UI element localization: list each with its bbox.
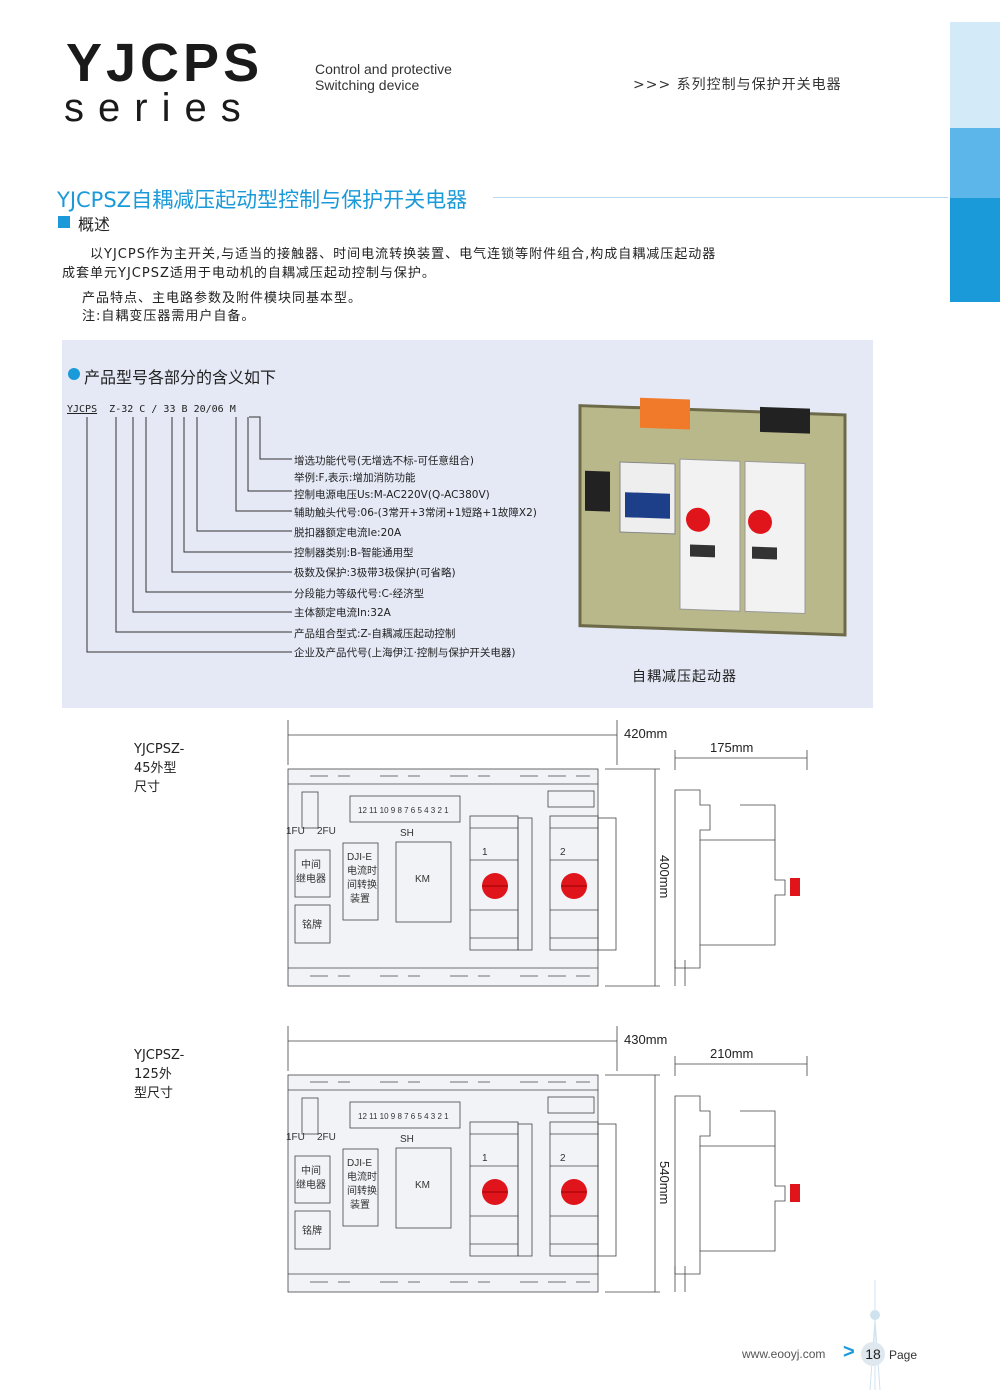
relay-label: 继电器 — [296, 1178, 326, 1191]
explanation-item: 脱扣器额定电流Ie:20A — [294, 527, 402, 539]
code-part: Z — [109, 404, 116, 415]
drawing-svg: 1FU 2FU 12 11 10 9 8 7 6 5 4 3 2 1 SH 中间… — [286, 1026, 808, 1293]
section-title: YJCPSZ自耦减压起动型控制与保护开关电器 — [57, 188, 468, 212]
page-number: 18 — [861, 1342, 885, 1366]
terminal-numbers: 12 11 10 9 8 7 6 5 4 3 2 1 — [358, 1112, 449, 1121]
paragraph: 以YJCPS作为主开关,与适当的接触器、时间电流转换装置、电气连锁等附件组合,构… — [90, 247, 717, 262]
dji-label: 电流时 — [347, 1170, 377, 1183]
brand-series: series — [64, 86, 255, 130]
dji-label: 电流时 — [347, 864, 377, 877]
code-part: 20 — [193, 404, 206, 415]
fuse-label: 1FU — [286, 826, 305, 837]
code-part: C — [139, 404, 146, 415]
width-dimension: 430mm — [624, 1032, 667, 1047]
drawing-label: YJCPSZ-125外型尺寸 — [134, 1048, 185, 1101]
depth-dimension: 210mm — [710, 1046, 753, 1061]
category-label: >>> 系列控制与保护开关电器 — [633, 77, 842, 93]
explanation-item: 辅助触头代号:06-(3常开+3常闭+1短路+1故障X2) — [294, 507, 537, 519]
dji-label: 间转换 — [347, 878, 377, 891]
square-bullet-icon — [58, 216, 70, 228]
explanation-item: 极数及保护:3极带3极保护(可省略) — [294, 567, 456, 579]
explanation-item: 产品组合型式:Z-自耦减压起动控制 — [294, 628, 456, 640]
dji-label: 装置 — [350, 892, 370, 905]
drawing-svg: 1FU 2FU 12 11 10 9 8 7 6 5 4 3 2 1 SH 中间… — [286, 720, 808, 987]
fuse-label: 1FU — [286, 1132, 305, 1143]
code-part: / — [151, 404, 158, 415]
width-dimension: 420mm — [624, 726, 667, 741]
fuse-label: 2FU — [317, 826, 336, 837]
dji-label: 间转换 — [347, 1184, 377, 1197]
decor-stripe-light — [950, 22, 1000, 128]
explanation-item: 举例:F,表示:增加消防功能 — [294, 472, 416, 484]
photo-caption: 自耦减压起动器 — [632, 669, 737, 685]
product-photo — [578, 397, 847, 637]
switch-label: 1 — [482, 1153, 488, 1164]
code-part: - — [115, 404, 122, 415]
dji-label: DJI-E — [347, 1158, 372, 1169]
height-dimension: 400mm — [657, 855, 672, 898]
model-code: YJCPS Z-32 C / 33 B 20/06 M — [67, 404, 236, 415]
switch-label: 2 — [560, 847, 566, 858]
decor-stripe-mid — [950, 128, 1000, 198]
height-dimension: 540mm — [657, 1161, 672, 1204]
dji-label: 装置 — [350, 1198, 370, 1211]
code-part: M — [229, 404, 236, 415]
code-part: YJCPS — [67, 404, 98, 415]
dji-label: DJI-E — [347, 852, 372, 863]
paragraph: 成套单元YJCPSZ适用于电动机的自耦减压起动控制与保护。 — [62, 266, 436, 281]
paragraph: 注:自耦变压器需用户自备。 — [82, 309, 256, 324]
relay-label: 继电器 — [296, 872, 326, 885]
code-part: / — [205, 404, 212, 415]
arrow-icon: > — [843, 1341, 855, 1363]
explanation-item: 主体额定电流In:32A — [294, 607, 391, 619]
sh-label: SH — [400, 1134, 414, 1145]
code-part: 32 — [121, 404, 134, 415]
nameplate-label: 铭牌 — [302, 1224, 322, 1237]
drawing-label: YJCPSZ-45外型尺寸 — [134, 742, 185, 795]
page-label: Page — [889, 1348, 918, 1362]
decor-stripe-dark — [950, 198, 1000, 302]
dot-bullet-icon — [68, 368, 80, 380]
overview-heading: 概述 — [78, 215, 111, 234]
relay-label: 中间 — [301, 1164, 321, 1177]
switch-label: 2 — [560, 1153, 566, 1164]
nameplate-label: 铭牌 — [302, 918, 322, 931]
km-label: KM — [415, 1180, 430, 1191]
explanation-item: 控制电源电压Us:M-AC220V(Q-AC380V) — [294, 489, 490, 501]
explanation-item: 企业及产品代号(上海伊江·控制与保护开关电器) — [294, 647, 516, 659]
brand-logo: YJCPS — [66, 33, 264, 93]
explanation-item: 控制器类别:B-智能通用型 — [294, 547, 414, 559]
tagline: Control and protective Switching device — [315, 61, 452, 93]
title-divider — [493, 197, 948, 198]
terminal-numbers: 12 11 10 9 8 7 6 5 4 3 2 1 — [358, 806, 449, 815]
code-part: 33 — [163, 404, 176, 415]
explanation-item: 增选功能代号(无增选不标-可任意组合) — [294, 455, 474, 467]
km-label: KM — [415, 874, 430, 885]
website-link[interactable]: www.eooyj.com — [742, 1347, 826, 1361]
code-part: B — [181, 404, 188, 415]
fuse-label: 2FU — [317, 1132, 336, 1143]
relay-label: 中间 — [301, 858, 321, 871]
explanation-item: 分段能力等级代号:C-经济型 — [294, 588, 425, 600]
code-part: 06 — [211, 404, 224, 415]
code-leader-lines — [86, 416, 292, 653]
tower-watermark-icon — [869, 1280, 881, 1390]
model-heading: 产品型号各部分的含义如下 — [84, 368, 277, 387]
switch-label: 1 — [482, 847, 488, 858]
paragraph: 产品特点、主电路参数及附件模块同基本型。 — [82, 291, 363, 306]
depth-dimension: 175mm — [710, 740, 753, 755]
sh-label: SH — [400, 828, 414, 839]
